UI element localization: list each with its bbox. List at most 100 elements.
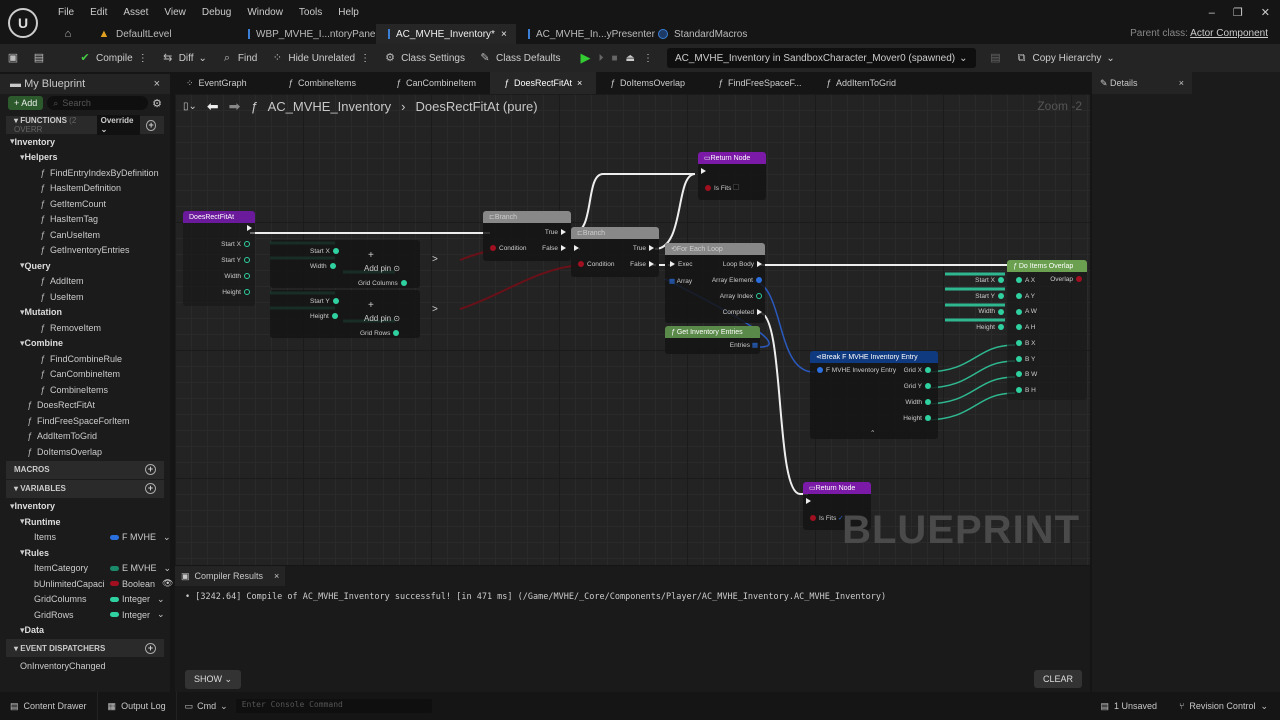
pin-is-fits[interactable]: Is Fits	[702, 184, 740, 192]
variables-section-header[interactable]: ▾ VARIABLES+	[6, 479, 164, 498]
checkbox[interactable]	[733, 184, 740, 190]
home-button[interactable]: ⌂	[50, 24, 86, 44]
category-runtime[interactable]: ▾ Runtime	[6, 514, 170, 530]
pin-a-h[interactable]: A H	[1013, 324, 1035, 331]
reroute-pin[interactable]: Height	[976, 324, 1007, 331]
pin-is-fits[interactable]: Is Fits ✓	[807, 514, 844, 522]
reroute-pin[interactable]: Start X	[975, 277, 1007, 284]
exec-in-pin[interactable]	[698, 168, 709, 175]
expand-arrow-icon[interactable]: ▾	[20, 547, 25, 558]
pin-width[interactable]: Width	[905, 399, 934, 406]
branch-node-1[interactable]: ⊏ Branch True Condition False	[483, 211, 571, 261]
function-item[interactable]: UseItem	[6, 289, 170, 305]
visibility-closed-icon[interactable]: ⌄	[157, 593, 165, 604]
pin-start-x[interactable]: Start X	[221, 241, 253, 248]
function-item[interactable]: AddItemToGrid	[6, 429, 170, 445]
pin-start-x[interactable]: Start X	[310, 248, 342, 255]
add-pin-button[interactable]: Add pin ⊙	[364, 314, 401, 323]
function-item[interactable]: CombineItems	[6, 382, 170, 398]
macros-section-header[interactable]: MACROS+	[6, 460, 164, 479]
close-icon[interactable]: ×	[153, 78, 160, 90]
checkbox-checked[interactable]: ✓	[838, 515, 844, 522]
pin-entries[interactable]: Entries ▦	[729, 342, 758, 349]
variable-type[interactable]: Integer ⌄	[110, 609, 165, 620]
output-log-button[interactable]: ▦Output Log	[98, 692, 177, 720]
find-button[interactable]: ⌕Find	[214, 44, 264, 72]
add-macro-icon[interactable]: +	[145, 464, 156, 475]
function-item[interactable]: CanUseItem	[6, 227, 170, 243]
for-each-loop-node[interactable]: ⟲ For Each Loop Exec Loop Body ▦ Array A…	[665, 243, 765, 323]
menu-window[interactable]: Window	[247, 7, 283, 18]
collapse-chevron-icon[interactable]: ⌃	[870, 430, 876, 437]
function-item[interactable]: DoItemsOverlap	[6, 444, 170, 460]
back-arrow-icon[interactable]: ⬅	[206, 97, 219, 114]
pin-height[interactable]: Height	[903, 415, 934, 422]
maximize-icon[interactable]: ❐	[1232, 7, 1243, 19]
function-item[interactable]: HasItemTag	[6, 212, 170, 228]
visibility-closed-icon[interactable]: ⌄	[163, 531, 171, 542]
add-button[interactable]: + Add	[8, 96, 44, 110]
pin-width[interactable]: Width	[310, 263, 339, 270]
menu-debug[interactable]: Debug	[201, 7, 232, 18]
pin-false[interactable]: False	[630, 261, 657, 268]
compile-button[interactable]: ✔Compile⋮	[72, 44, 155, 72]
function-entry-node[interactable]: DoesRectFitAt Start X Start Y Width Heig…	[183, 211, 255, 306]
branch-node-2[interactable]: ⊏ Branch True Condition False	[571, 227, 659, 277]
doc-tab-standardmacros[interactable]: StandardMacros	[646, 24, 759, 44]
pin-grid-columns[interactable]: Grid Columns	[358, 280, 410, 287]
my-blueprint-tab[interactable]: ▬ My Blueprint×	[0, 74, 170, 94]
close-icon[interactable]: ×	[1178, 78, 1184, 88]
pin-start-y[interactable]: Start Y	[221, 257, 253, 264]
close-icon[interactable]: ×	[500, 28, 507, 40]
category-helpers[interactable]: ▾ Helpers	[6, 150, 170, 166]
category-query[interactable]: ▾ Query	[6, 258, 170, 274]
pin-height[interactable]: Height	[310, 313, 341, 320]
event-dispatchers-section-header[interactable]: ▾ EVENT DISPATCHERS+	[6, 639, 164, 657]
forward-arrow-icon[interactable]: ➡	[228, 97, 241, 114]
search-input[interactable]: ⌕ Search	[47, 96, 149, 110]
function-item[interactable]: GetInventoryEntries	[6, 243, 170, 259]
blueprint-graph-canvas[interactable]: ▯⌄ ⬅ ➡ ƒ AC_MVHE_Inventory›DoesRectFitAt…	[175, 94, 1090, 565]
pin-start-y[interactable]: Start Y	[310, 298, 342, 305]
function-item[interactable]: DoesRectFitAt	[6, 398, 170, 414]
close-icon[interactable]: ×	[274, 571, 280, 581]
menu-file[interactable]: File	[58, 7, 75, 18]
dispatcher-item[interactable]: OnInventoryChanged	[20, 660, 106, 671]
menu-tools[interactable]: Tools	[298, 7, 323, 18]
minimize-icon[interactable]: –	[1208, 6, 1215, 19]
pin-overlap[interactable]: Overlap	[1050, 276, 1085, 283]
get-inventory-entries-node[interactable]: ƒ Get Inventory Entries Entries ▦	[665, 326, 760, 354]
expand-arrow-icon[interactable]: ▾	[10, 500, 15, 511]
expand-arrow-icon[interactable]: ▾	[20, 337, 25, 348]
more-icon[interactable]: ⋮	[360, 52, 371, 64]
eject-icon[interactable]: ⏏	[625, 52, 635, 64]
doc-tab-wbp[interactable]: WBP_MVHE_I...ntoryPanel	[236, 24, 378, 44]
parent-class-link[interactable]: Actor Component	[1190, 28, 1268, 39]
pin-completed[interactable]: Completed	[723, 309, 765, 316]
close-icon[interactable]: ×	[577, 78, 583, 88]
functions-section-header[interactable]: ▾ FUNCTIONS (2 OVERR Override ⌄+	[6, 115, 164, 135]
save-button[interactable]: ▣	[0, 44, 26, 72]
pin-a-x[interactable]: A X	[1013, 277, 1035, 284]
show-button[interactable]: SHOW ⌄	[185, 670, 242, 689]
override-dropdown[interactable]: Override ⌄	[96, 115, 141, 135]
copy-hierarchy-button[interactable]: ⧉Copy Hierarchy⌄	[1009, 44, 1122, 72]
doc-tab-ac-inventory[interactable]: AC_MVHE_Inventory*×	[376, 24, 516, 44]
do-items-overlap-node[interactable]: ƒ Do Items Overlap Overlap	[1007, 260, 1087, 400]
pin-b-h[interactable]: B H	[1013, 387, 1036, 394]
pin-grid-rows[interactable]: Grid Rows	[360, 330, 402, 337]
details-tab[interactable]: ✎ Details×	[1092, 72, 1192, 94]
variable-type[interactable]: F MVHE ⌄	[110, 532, 171, 543]
add-function-icon[interactable]: +	[146, 119, 156, 131]
pin-b-w[interactable]: B W	[1013, 371, 1037, 378]
return-node-2[interactable]: ▭ Return Node Is Fits ✓	[803, 482, 871, 530]
doc-tab-defaultlevel[interactable]: ▲DefaultLevel	[86, 24, 236, 44]
function-item[interactable]: HasItemDefinition	[6, 181, 170, 197]
diff-button[interactable]: ⇆Diff⌄	[155, 44, 214, 72]
